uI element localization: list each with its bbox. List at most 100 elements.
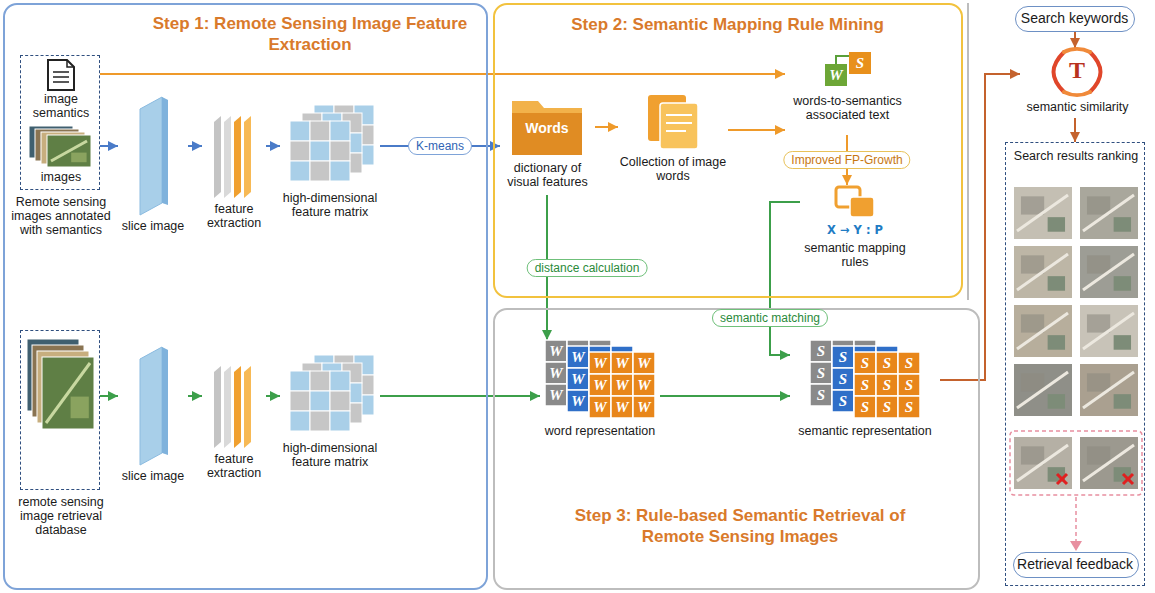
connector-arrow [940,74,1020,380]
cell-letter: S [854,352,876,374]
result-image [1021,446,1044,464]
result-image [1087,196,1110,214]
visual-dictionary: Words dictionary of visual features [500,95,595,195]
grid-cell [810,384,832,406]
node-label: slice image [118,219,188,233]
satellite-texture [46,363,90,423]
node-label: Collection of image words [618,155,728,183]
connector-arrow [595,126,618,128]
link-bracket [836,56,849,64]
cell-letter: W [633,396,655,418]
result-image [1114,394,1131,409]
node-label: semantic similarity [1020,100,1135,114]
cell-letter: S [832,368,854,390]
image-word-collection: Collection of image words [618,95,728,195]
cell-letter: S [832,390,854,412]
result-image [1114,276,1131,291]
result-image [1021,196,1044,214]
grid-cell [567,346,589,368]
feature-matrix: high-dimensional feature matrix [280,355,380,495]
feature-layer [244,116,251,198]
grid-cell [854,396,876,418]
collection-icon [666,115,692,131]
rule-formula: X → Y : P [800,223,910,238]
cell-letter: S [810,340,832,362]
matrix-cell [290,141,310,161]
cell-letter: W [545,340,567,362]
node-label: Search results ranking [1011,149,1141,163]
connector-arrow [100,145,118,147]
grid-cell [832,390,854,412]
icon-letter: S [849,52,871,74]
cell-letter: W [545,384,567,406]
grid-cell [589,396,611,418]
feedback-arrow [1075,497,1077,541]
node-illustration [280,355,380,495]
grid-cell [545,384,567,406]
cell-letter: S [876,374,898,396]
rejected-box [1010,431,1142,495]
node-illustration [280,105,380,245]
set-caption: remote sensing image retrieval database [11,495,111,537]
grid-cell [633,352,655,374]
result-image [1087,255,1110,273]
grid-cell [810,362,832,384]
step-panel: Step 1: Remote Sensing Image Feature Ext… [3,3,488,590]
result-image [1083,372,1134,408]
result-image [1017,254,1068,290]
result-image [1080,187,1138,239]
matrix-cell [330,161,350,181]
connector-arrow [266,145,280,147]
similarity-icon [1064,49,1090,52]
grid-cell [898,352,920,374]
annotated-image-set: image semanticsimagesRemote sensing imag… [20,55,100,190]
cell-letter: S [810,362,832,384]
node-label: image semantics [21,92,101,120]
node-label: high-dimensional feature matrix [280,191,380,219]
node-label: words-to-semantics associated text [785,94,910,122]
matrix-cell [290,161,310,181]
rules-icon [850,197,874,217]
feature-layer [244,366,251,448]
folder-label: Words [512,119,582,137]
matrix-cell [310,161,330,181]
connector-arrow [770,202,800,355]
node-label: images [21,170,101,184]
slice-slab [140,97,162,215]
node-label: dictionary of visual features [500,161,595,189]
slice-slab [140,347,162,465]
semantic-representation: SSSSSSSSSSSSSSSsemantic representation [790,340,940,452]
semantic-square [849,52,871,74]
associated-text: WSwords-to-semantics associated text [785,50,910,135]
cell-letter: S [810,384,832,406]
node-label: word representation [540,424,660,438]
matrix-cell [310,121,330,141]
result-image [1048,335,1065,350]
result-image [1083,313,1134,349]
feature-layer [224,366,231,448]
step-panel: Step 3: Rule-based Semantic Retrieval of… [493,308,980,590]
document-icon [53,60,74,82]
cell-letter: W [567,346,589,368]
matrix-cell [290,371,310,391]
panel-heading: Step 2: Semantic Mapping Rule Mining [535,14,920,35]
result-image [1083,254,1134,290]
grid-cell [567,390,589,412]
matrix-cell [330,121,350,141]
cell-letter: W [589,396,611,418]
node-illustration [118,345,188,490]
connector-arrow [380,395,540,397]
cell-letter: W [611,396,633,418]
connector-arrow [100,395,118,397]
matrix-cell [330,371,350,391]
feature-layer [214,366,221,448]
result-image [1021,373,1044,391]
reject-mark [1123,474,1133,484]
result-image [1021,255,1044,273]
slice-image: slice image [118,345,188,490]
feature-layer [234,116,241,198]
grid-cell [832,346,854,368]
grid-cell [633,396,655,418]
node-label: feature extraction [202,452,266,480]
satellite-texture [71,397,89,419]
